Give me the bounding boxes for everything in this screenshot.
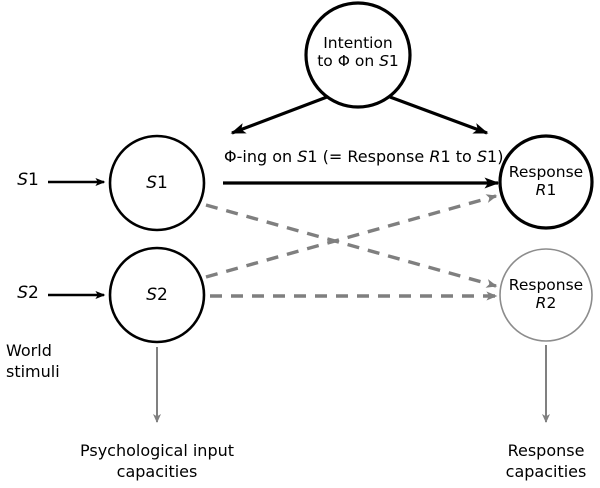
label-response-capacities: Response capacities — [466, 441, 600, 483]
r1-line1: Response — [508, 163, 584, 181]
node-intention-circle — [304, 1, 412, 109]
response-capacities-line1: Response — [507, 441, 585, 460]
intention-line2-suffix: 1 — [388, 52, 399, 71]
intention-line2-mid: on — [349, 52, 380, 71]
node-r2-label: Response R2 — [491, 276, 600, 313]
r1-line2-suffix: 1 — [546, 181, 557, 200]
node-s1-label: S1 — [117, 173, 197, 193]
s1-label-suffix: 1 — [156, 173, 168, 193]
r2-line2-italic: R — [535, 294, 547, 313]
response-capacities-line2: capacities — [505, 461, 587, 481]
phi-text-b: 1 (= Response — [307, 147, 430, 166]
node-s2-circle — [108, 246, 206, 344]
edge-s2-to-r1-dashed — [205, 194, 498, 279]
label-stimulus-1: S1 — [8, 170, 48, 190]
stimulus-2-italic: S — [17, 283, 28, 303]
stimulus-2-suffix: 2 — [27, 283, 39, 303]
label-world-stimuli: World stimuli — [6, 341, 116, 383]
node-r2-circle — [499, 248, 593, 342]
r1-line2-italic: R — [535, 181, 547, 200]
intention-line2-prefix: to — [317, 52, 338, 71]
r2-line2-suffix: 2 — [546, 294, 557, 313]
label-psychological-input-capacities: Psychological input capacities — [37, 441, 277, 483]
psych-capacities-line2: capacities — [116, 461, 198, 481]
phi-text-a: -ing on — [236, 147, 298, 166]
r2-line1: Response — [508, 276, 584, 294]
phi-italic-r: R — [429, 147, 441, 166]
node-r1-circle — [498, 134, 594, 230]
stimulus-1-suffix: 1 — [27, 170, 39, 190]
s2-label-suffix: 2 — [156, 285, 168, 305]
world-stimuli-line2: stimuli — [6, 361, 60, 381]
phi-italic-s2: S — [476, 147, 488, 166]
s1-label-italic: S — [146, 173, 157, 193]
phi-symbol: Φ — [224, 147, 237, 166]
world-stimuli-line1: World — [6, 341, 52, 360]
intention-line2-italic: S — [379, 52, 389, 71]
node-r1-label: Response R1 — [491, 163, 600, 200]
node-s2-label: S2 — [117, 285, 197, 305]
label-stimulus-2: S2 — [8, 283, 48, 303]
phi-text-c: 1 to — [440, 147, 477, 166]
intention-line1: Intention — [323, 34, 393, 52]
stimulus-1-italic: S — [17, 170, 28, 190]
label-phi-ing-edge: Φ-ing on S1 (= Response R1 to S1) — [224, 147, 514, 167]
phi-text-d: 1) — [487, 147, 504, 166]
edge-intention-to-left — [230, 95, 328, 135]
edge-s1-to-r2-dashed — [205, 203, 498, 288]
edge-intention-to-right — [389, 95, 489, 135]
node-s1-circle — [108, 134, 206, 232]
phi-italic-s: S — [297, 147, 308, 166]
intention-phi-symbol: Φ — [337, 52, 350, 71]
s2-label-italic: S — [146, 285, 157, 305]
node-intention-label: Intention to Φ on S1 — [288, 34, 428, 71]
psych-capacities-line1: Psychological input — [79, 441, 235, 460]
